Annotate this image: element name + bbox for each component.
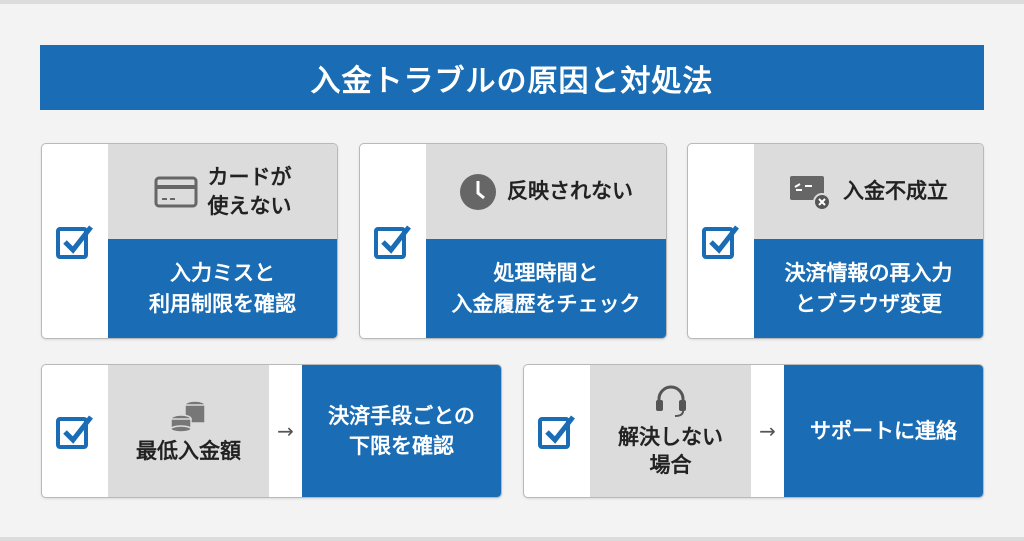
checkbox-icon xyxy=(360,144,426,338)
credit-card-icon xyxy=(154,176,197,207)
headset-icon xyxy=(655,385,686,417)
page-title: 入金トラブルの原因と対処法 xyxy=(40,45,984,110)
card-deposit-failed: 入金不成立 決済情報の再入力 とブラウザ変更 xyxy=(687,143,984,339)
checkbox-icon xyxy=(688,144,754,338)
checkbox-icon xyxy=(42,144,108,338)
solution-label: 決済手段ごとの 下限を確認 xyxy=(302,365,501,497)
card-unresolved: 解決しない 場合 → サポートに連絡 xyxy=(523,364,984,498)
problem-label: 反映されない xyxy=(507,179,633,204)
arrow-icon: → xyxy=(277,419,294,443)
card-not-reflected: 反映されない 処理時間と 入金履歴をチェック xyxy=(359,143,667,339)
card-minimum-deposit: 最低入金額 → 決済手段ごとの 下限を確認 xyxy=(41,364,502,498)
clock-icon xyxy=(460,173,496,210)
problem-label: カードが 使えない xyxy=(207,165,292,218)
problem-label: 入金不成立 xyxy=(843,179,948,204)
problem-label: 解決しない 場合 xyxy=(618,424,723,477)
checkbox-icon xyxy=(524,365,590,497)
payment-error-icon xyxy=(790,175,831,211)
solution-label: 処理時間と 入金履歴をチェック xyxy=(426,239,666,338)
coins-icon xyxy=(169,400,206,433)
checkbox-icon xyxy=(42,365,108,497)
card-card-unusable: カードが 使えない 入力ミスと 利用制限を確認 xyxy=(41,143,338,339)
solution-label: 決済情報の再入力 とブラウザ変更 xyxy=(754,239,983,338)
problem-label: 最低入金額 xyxy=(136,438,241,463)
solution-label: サポートに連絡 xyxy=(784,365,983,497)
arrow-icon: → xyxy=(759,419,776,443)
solution-label: 入力ミスと 利用制限を確認 xyxy=(108,239,337,338)
